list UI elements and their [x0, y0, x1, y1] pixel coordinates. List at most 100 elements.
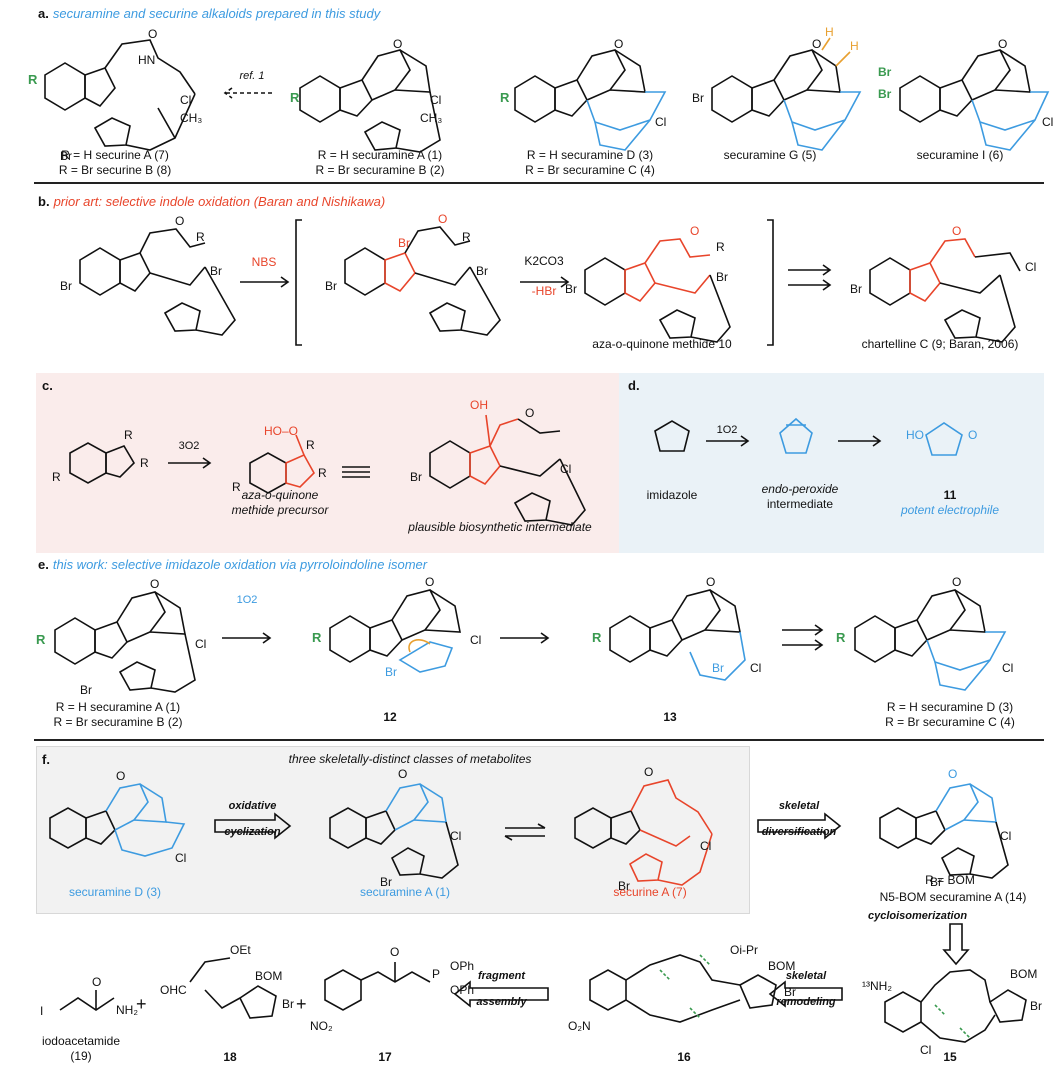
svg-text:BOM: BOM [255, 969, 282, 983]
caption-e-compound-12: 12 [383, 710, 397, 724]
structure-chartelline-c [869, 238, 1021, 343]
svg-text:R: R [28, 72, 38, 87]
svg-text:Br: Br [930, 875, 942, 889]
structure-f-securamine-a [329, 783, 459, 879]
svg-text:Br: Br [410, 470, 422, 484]
name-securamine-d: securamine D (3) [68, 885, 162, 899]
svg-text:Cl: Cl [450, 829, 461, 843]
svg-text:O: O [812, 37, 821, 51]
svg-text:R: R [196, 230, 205, 244]
svg-text:R: R [836, 630, 846, 645]
structure-compound-18 [189, 957, 277, 1019]
svg-text:O: O [438, 212, 447, 226]
svg-text:NH₂: NH₂ [116, 1003, 138, 1017]
structure-securine-a [44, 39, 196, 151]
svg-text:Br: Br [784, 985, 796, 999]
structure-compound-11 [925, 422, 963, 456]
structure-f-bom-securamine [879, 783, 1009, 879]
caption-securamine-g: securamine G (5) [723, 148, 817, 162]
caption-chartelline-c: chartelline C (9; Baran, 2006) [861, 337, 1019, 351]
svg-text:R: R [232, 480, 241, 494]
caption-compound-17: 17 [378, 1050, 392, 1064]
svg-text:BOM: BOM [1010, 967, 1037, 981]
svg-text:Br: Br [878, 87, 892, 101]
caption-compound-16: 16 [677, 1050, 691, 1064]
svg-text:Cl: Cl [750, 661, 761, 675]
svg-text:Br: Br [80, 683, 92, 697]
svg-text:Br: Br [476, 264, 488, 278]
svg-text:HO–O: HO–O [264, 424, 298, 438]
svg-text:Br: Br [210, 264, 222, 278]
svg-text:R: R [500, 90, 510, 105]
arrow-cycloisomerization-label: cycloisomerization [868, 910, 968, 922]
separator-e-f [34, 739, 1044, 741]
svg-text:¹³NH₂: ¹³NH₂ [862, 979, 892, 993]
svg-text:O: O [644, 765, 653, 779]
panel-f-subtitle: three skeletally-distinct classes of met… [288, 752, 532, 766]
name-bom-r: R = BOM [925, 873, 975, 887]
panel-b-header: b.prior art: selective indole oxidation … [38, 194, 385, 209]
svg-text:HO: HO [906, 428, 924, 442]
reagent-k2co3: K2CO3 [524, 254, 564, 268]
svg-text:O: O [952, 575, 961, 589]
svg-text:O: O [614, 37, 623, 51]
caption-iodoacetamide: iodoacetamide(19) [41, 1034, 121, 1063]
panel-e-reagent: 1O2 [236, 594, 258, 606]
panel-d-reagent: 1O2 [716, 424, 738, 436]
svg-text:Br: Br [618, 879, 630, 893]
name-bom-securamine: N5-BOM securamine A (14) [879, 890, 1027, 904]
svg-text:R: R [52, 470, 61, 484]
structure-c-indole [69, 442, 136, 484]
caption-e-left: R = H securamine A (1)R = Br securamine … [53, 700, 183, 729]
svg-text:O₂N: O₂N [568, 1019, 591, 1033]
svg-text:H: H [850, 39, 859, 53]
panel-d-background [619, 373, 1044, 553]
svg-text:Br: Br [385, 665, 397, 679]
svg-text:OHC: OHC [160, 983, 187, 997]
structure-endoperoxide [779, 417, 813, 454]
svg-text:O: O [525, 406, 534, 420]
svg-text:OEt: OEt [230, 943, 251, 957]
structure-b-bromoindolenine [344, 226, 501, 336]
panel-e-header: e.this work: selective imidazole oxidati… [38, 557, 427, 572]
svg-text:Br: Br [716, 270, 728, 284]
svg-text:O: O [175, 214, 184, 228]
svg-text:O: O [148, 27, 157, 41]
svg-text:Br: Br [850, 282, 862, 296]
panel-a-header: a.securamine and securine alkaloids prep… [38, 6, 380, 21]
caption-compound-18: 18 [223, 1050, 237, 1064]
svg-text:CH₃: CH₃ [180, 111, 202, 125]
panel-f-letter: f. [42, 752, 50, 767]
svg-text:Cl: Cl [655, 115, 666, 129]
panel-e-title: this work: selective imidazole oxidation… [52, 557, 428, 572]
svg-text:NO₂: NO₂ [310, 1019, 333, 1033]
structure-imidazole [654, 420, 690, 452]
reagent-hbr: -HBr [531, 284, 557, 298]
svg-text:Cl: Cl [1025, 260, 1036, 274]
structure-e-securamine-a [54, 591, 196, 693]
panel-a-arrow-label: ref. 1 [239, 70, 265, 82]
structure-c-intermediate [429, 414, 586, 526]
svg-text:Br: Br [712, 661, 724, 675]
caption-compound-15: 15 [943, 1050, 957, 1064]
svg-text:O: O [952, 224, 961, 238]
svg-text:+: + [136, 994, 147, 1014]
svg-text:O: O [92, 975, 101, 989]
caption-e-compound-13: 13 [663, 710, 677, 724]
svg-text:Cl: Cl [1002, 661, 1013, 675]
structure-securamine-a [299, 49, 441, 153]
svg-text:O: O [998, 37, 1007, 51]
reagent-nbs: NBS [251, 255, 277, 269]
svg-text:R: R [140, 456, 149, 470]
svg-text:OPh: OPh [450, 983, 474, 997]
svg-text:R: R [462, 230, 471, 244]
structure-f-securine-a [574, 779, 713, 886]
svg-text:R: R [306, 438, 315, 452]
svg-text:R: R [36, 632, 46, 647]
